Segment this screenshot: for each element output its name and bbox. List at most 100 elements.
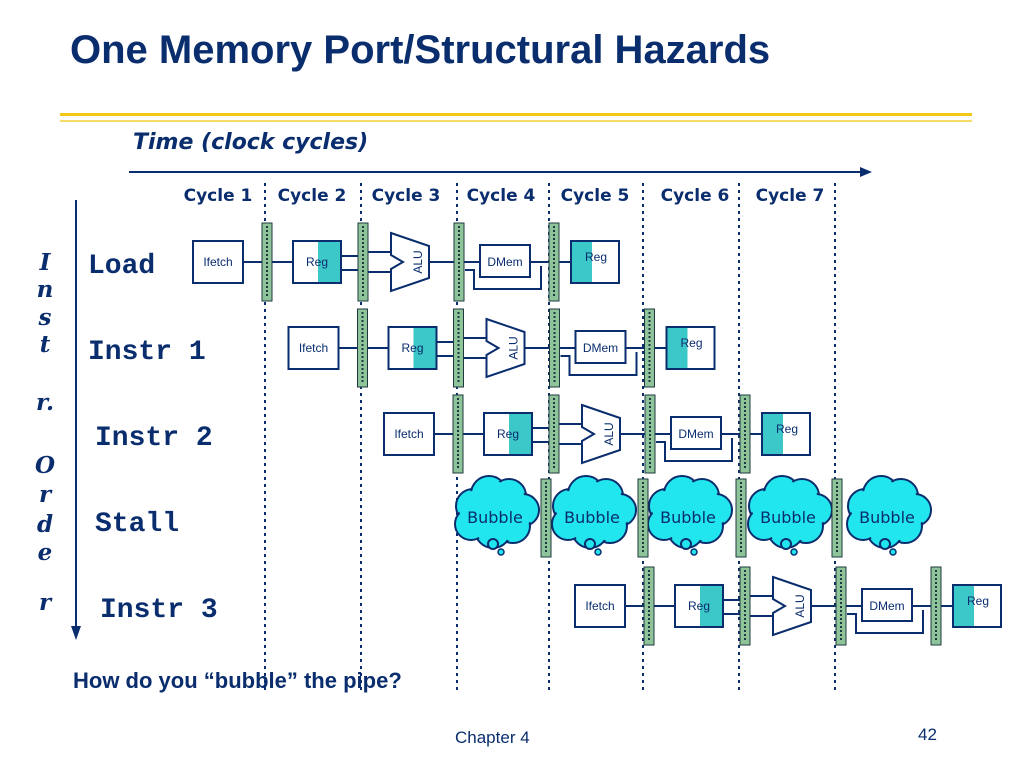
reg-label: Reg <box>688 599 710 613</box>
stall-row: Bubble Bubble Bubble Bubble Bubble <box>454 475 932 556</box>
dmem-label: DMem <box>869 599 904 613</box>
reg-left-half <box>572 242 592 282</box>
reg-right-half <box>318 242 340 282</box>
order-label-letter: r. <box>36 389 54 416</box>
pipeline-latch <box>357 308 368 388</box>
reg-writeback-label: Reg <box>680 336 702 350</box>
dmem-stage <box>574 330 627 364</box>
bubble-label: Bubble <box>467 508 523 527</box>
order-label-letter: d <box>37 511 53 538</box>
pipeline-latch <box>644 394 656 474</box>
order-axis-arrowhead <box>71 626 81 640</box>
title-underline <box>60 113 972 116</box>
reg-right-half <box>509 414 531 454</box>
dmem-label: DMem <box>678 427 713 441</box>
cycle-label: Cycle 6 <box>661 186 730 206</box>
pipeline-latch <box>643 566 655 646</box>
cycle-label: Cycle 2 <box>278 186 347 206</box>
page-number: 42 <box>918 725 937 744</box>
row-label: Load <box>88 251 155 282</box>
bypass-wire <box>656 438 733 462</box>
pipeline-latch <box>357 222 369 302</box>
dmem-stage <box>670 416 722 450</box>
bypass-wire <box>465 266 542 290</box>
reg-writeback-label: Reg <box>585 250 607 264</box>
pipeline-latch <box>930 566 942 646</box>
question-text: How do you “bubble” the pipe? <box>73 668 402 693</box>
order-label-letter: r <box>39 481 53 508</box>
dmem-stage <box>861 588 913 622</box>
alu-stage <box>581 403 621 465</box>
cycle-label: Cycle 7 <box>756 186 825 206</box>
ifetch-stage <box>192 240 244 284</box>
bubble: Bubble <box>454 475 540 556</box>
pipeline-latch <box>835 566 847 646</box>
footer-chapter: Chapter 4 <box>455 728 530 747</box>
pipeline-row: Ifetch Reg ALU DMem Reg <box>287 317 716 379</box>
reg-right-half <box>700 586 722 626</box>
alu-label: ALU <box>507 336 521 359</box>
alu-stage <box>772 575 812 637</box>
reg-writeback-label: Reg <box>967 594 989 608</box>
ifetch-label: Ifetch <box>585 599 614 613</box>
ifetch-stage <box>383 412 435 456</box>
bubble-label: Bubble <box>660 508 716 527</box>
bubble: Bubble <box>551 475 637 556</box>
bubble: Bubble <box>846 475 932 556</box>
reg-label: Reg <box>497 427 519 441</box>
reg-left-half <box>954 586 974 626</box>
dmem-label: DMem <box>583 341 618 355</box>
order-label-letter: O <box>35 452 55 479</box>
bubble: Bubble <box>647 475 733 556</box>
reg-label: Reg <box>306 255 328 269</box>
reg-left-half <box>667 328 688 368</box>
alu-label: ALU <box>602 422 616 445</box>
title-underline-secondary <box>60 120 972 122</box>
pipeline-latch <box>739 566 751 646</box>
dmem-label: DMem <box>487 255 522 269</box>
pipeline-latch <box>739 394 751 474</box>
bubble: Bubble <box>747 475 833 556</box>
row-label: Instr 2 <box>95 423 213 454</box>
cycle-label: Cycle 4 <box>467 186 536 206</box>
order-label-letter: t <box>40 331 51 358</box>
reg-right-half <box>413 328 436 368</box>
pipeline-latch <box>540 478 552 558</box>
order-label-letter: e <box>38 539 53 566</box>
alu-stage <box>485 317 526 379</box>
pipeline-latch <box>831 478 843 558</box>
cycle-label: Cycle 1 <box>184 186 253 206</box>
order-label-letter: I <box>39 249 52 276</box>
pipeline-latch <box>453 222 465 302</box>
pipeline-latch <box>644 308 655 388</box>
pipeline-latch <box>735 478 747 558</box>
alu-label: ALU <box>411 250 425 273</box>
ifetch-label: Ifetch <box>394 427 423 441</box>
bubble-label: Bubble <box>564 508 620 527</box>
time-axis-label: Time (clock cycles) <box>133 130 369 155</box>
pipeline-latch <box>453 308 464 388</box>
bypass-wire <box>847 610 924 634</box>
row-label: Stall <box>95 509 179 540</box>
pipeline-row: Ifetch Reg ALU DMem Reg <box>383 403 811 465</box>
reg-writeback-label: Reg <box>776 422 798 436</box>
pipeline-row: Ifetch Reg ALU DMem Reg <box>192 231 620 293</box>
row-label: Instr 1 <box>88 337 206 368</box>
alu-stage <box>390 231 430 293</box>
pipeline-latch <box>548 394 560 474</box>
pipeline-latch <box>637 478 649 558</box>
bubble-label: Bubble <box>760 508 816 527</box>
ifetch-stage <box>574 584 626 628</box>
bubble-label: Bubble <box>859 508 915 527</box>
bypass-wire <box>560 352 638 376</box>
pipeline-latch <box>548 222 560 302</box>
cycle-label: Cycle 3 <box>372 186 441 206</box>
reg-label: Reg <box>401 341 423 355</box>
ifetch-label: Ifetch <box>203 255 232 269</box>
cycle-label: Cycle 5 <box>561 186 630 206</box>
slide-title: One Memory Port/Structural Hazards <box>70 28 771 72</box>
ifetch-label: Ifetch <box>299 341 328 355</box>
